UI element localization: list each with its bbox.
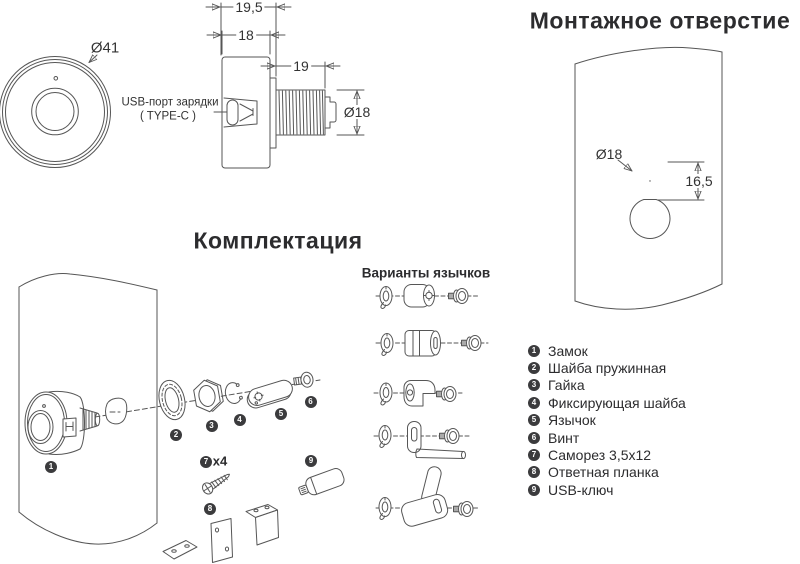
strike-plates-drawing bbox=[162, 504, 279, 563]
part-callout-2: 2 bbox=[170, 428, 182, 441]
part-callout-5: 5 bbox=[275, 408, 287, 420]
part-label: Саморез 3,5x12 bbox=[548, 447, 652, 464]
lock-part-drawing bbox=[24, 390, 101, 455]
selftap-screw-drawing bbox=[201, 473, 230, 495]
dim-total-length-label: 19,5 bbox=[233, 0, 265, 15]
part-number-badge: 7 bbox=[528, 449, 540, 462]
part-callout-9: 9 bbox=[305, 455, 317, 467]
front-view-drawing bbox=[0, 55, 111, 168]
part-label: Ответная планка bbox=[548, 464, 659, 481]
parts-list-row: 3 Гайка bbox=[528, 377, 686, 394]
parts-list-row: 4 Фиксирующая шайба bbox=[528, 394, 686, 411]
front-diameter-label: Ø41 bbox=[90, 39, 120, 57]
parts-list-row: 1 Замок bbox=[528, 342, 686, 359]
mounting-panel-drawing bbox=[574, 46, 723, 310]
usb-key-drawing bbox=[298, 468, 345, 496]
dim-thread-length-label: 19 bbox=[291, 58, 311, 74]
side-view-drawing bbox=[205, 2, 365, 169]
hole-diameter-label: Ø18 bbox=[595, 146, 623, 162]
part-callout-3: 3 bbox=[205, 419, 218, 432]
parts-list: 1 Замок 2 Шайба пружинная 3 Гайка 4 Фиксирую… bbox=[528, 342, 686, 499]
parts-list-row: 8 Ответная планка bbox=[528, 464, 686, 481]
nut-drawing bbox=[193, 379, 224, 413]
parts-list-row: 2 Шайба пружинная bbox=[528, 359, 686, 376]
usb-type-label: ( TYPE-C ) bbox=[139, 109, 197, 122]
parts-list-row: 7 Саморез 3,5x12 bbox=[528, 446, 686, 463]
usb-port-label: USB-порт зарядки bbox=[121, 96, 219, 109]
spring-washer-drawing bbox=[158, 379, 186, 421]
part-callout-4: 4 bbox=[233, 413, 246, 426]
part-number-badge: 6 bbox=[528, 431, 540, 444]
parts-list-row: 9 USB-ключ bbox=[528, 481, 686, 498]
tongue-variants-drawing bbox=[373, 284, 489, 527]
kit-section-title: Комплектация bbox=[193, 227, 363, 254]
part-number-badge: 3 bbox=[528, 379, 540, 392]
part-number-badge: 1 bbox=[528, 344, 540, 357]
dim-thread-diameter-label: Ø18 bbox=[341, 104, 373, 120]
part-number-badge: 2 bbox=[528, 362, 540, 375]
dim-body-length-label: 18 bbox=[236, 26, 256, 43]
part-label: Язычок bbox=[548, 412, 596, 429]
parts-list-row: 5 Язычок bbox=[528, 412, 686, 429]
mounting-section-title: Монтажное отверстие bbox=[529, 7, 791, 34]
part-label: Замок bbox=[548, 342, 588, 359]
fixing-washer-drawing bbox=[224, 382, 243, 404]
hole-height-label: 16,5 bbox=[683, 173, 715, 189]
part-number-badge: 4 bbox=[528, 396, 540, 409]
part-label: USB-ключ bbox=[548, 481, 614, 498]
part-callout-1: 1 bbox=[45, 461, 57, 473]
screw-quantity-label: x4 bbox=[212, 453, 228, 469]
part-label: Фиксирующая шайба bbox=[548, 394, 686, 411]
part-number-badge: 9 bbox=[528, 483, 540, 496]
part-label: Шайба пружинная bbox=[548, 360, 667, 377]
part-number-badge: 5 bbox=[528, 414, 540, 427]
exploded-view-drawing bbox=[18, 273, 345, 563]
part-callout-7: 7 bbox=[200, 456, 212, 468]
variants-section-title: Варианты язычков bbox=[361, 265, 491, 281]
tongue-drawing bbox=[246, 379, 293, 409]
part-callout-8: 8 bbox=[204, 503, 216, 515]
part-label: Винт bbox=[548, 429, 580, 446]
screw-drawing bbox=[293, 371, 314, 388]
part-number-badge: 8 bbox=[528, 466, 540, 479]
part-callout-6: 6 bbox=[304, 395, 317, 408]
part-label: Гайка bbox=[548, 377, 585, 394]
parts-list-row: 6 Винт bbox=[528, 429, 686, 446]
